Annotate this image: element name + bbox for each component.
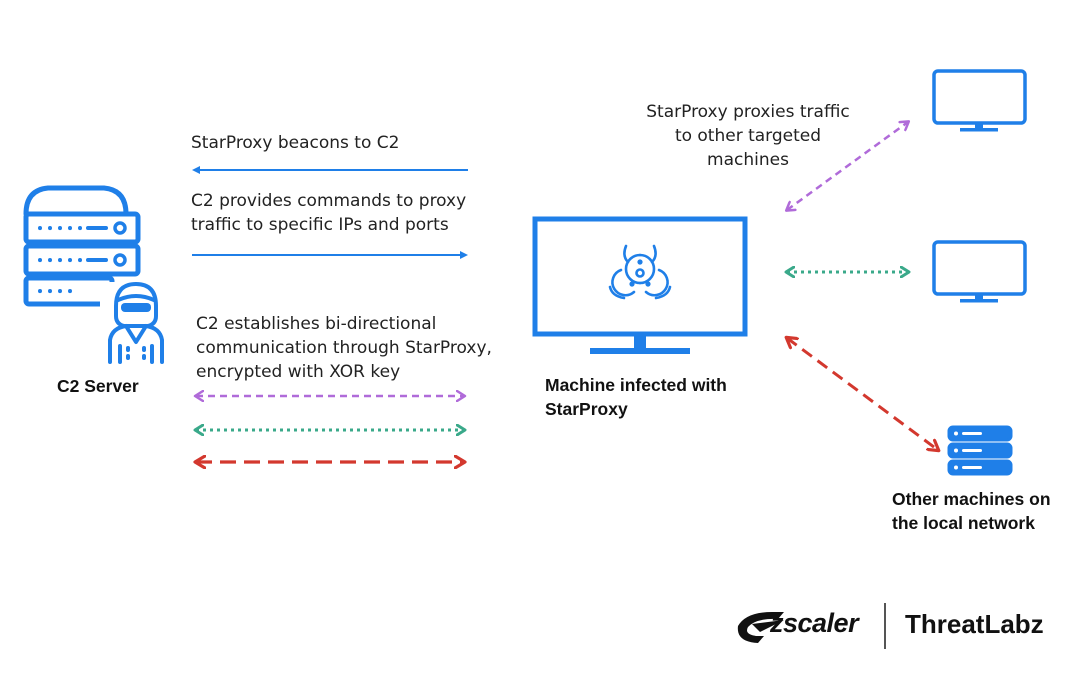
zscaler-logo-text: zscaler bbox=[770, 608, 859, 638]
monitor-icon bbox=[932, 240, 1027, 303]
local-network-label-line2: the local network bbox=[892, 513, 1035, 533]
infected-machine-label-line1: Machine infected with bbox=[545, 375, 727, 395]
c2-server-label: C2 Server bbox=[57, 376, 139, 396]
proxies-label-line1: StarProxy proxies traffic bbox=[646, 102, 850, 122]
beacon-label: StarProxy beacons to C2 bbox=[191, 133, 400, 153]
commands-label-line1: C2 provides commands to proxy bbox=[191, 191, 467, 211]
infected-machine-label-line2: StarProxy bbox=[545, 399, 628, 419]
proxies-label-line2: to other targeted bbox=[674, 126, 822, 146]
hacker-icon bbox=[100, 282, 170, 364]
logo-divider bbox=[884, 603, 886, 649]
biohazard-icon bbox=[608, 244, 672, 300]
commands-label-line2: traffic to specific IPs and ports bbox=[191, 215, 449, 235]
proxies-label-line3: machines bbox=[707, 150, 789, 170]
local-network-label-line1: Other machines on bbox=[892, 489, 1051, 509]
threatlabz-logo-text: ThreatLabz bbox=[905, 609, 1044, 639]
server-rack-icon bbox=[23, 185, 141, 307]
bidir-label-line3: encrypted with XOR key bbox=[196, 362, 401, 382]
monitor-icon bbox=[932, 69, 1027, 132]
zscaler-logo-icon bbox=[737, 612, 784, 643]
small-server-icon bbox=[947, 425, 1013, 476]
infected-monitor-icon bbox=[532, 216, 748, 354]
purple-proxy-arrow bbox=[787, 122, 908, 210]
red-proxy-arrow bbox=[787, 338, 938, 450]
bidir-label-line1: C2 establishes bi-directional bbox=[196, 314, 437, 334]
bidir-label-line2: communication through StarProxy, bbox=[196, 338, 492, 358]
